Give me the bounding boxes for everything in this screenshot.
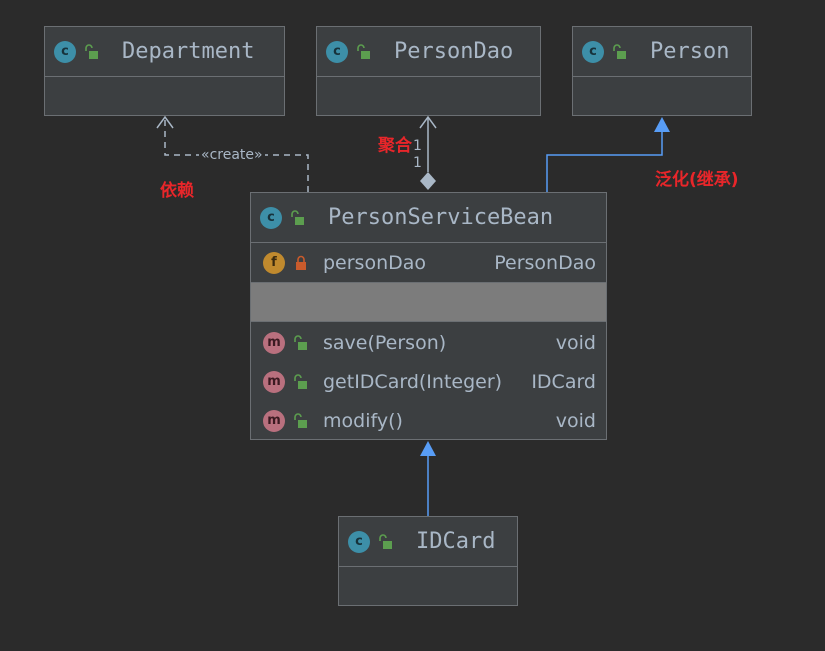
class-idcard[interactable]: c IDCard bbox=[338, 516, 518, 606]
aggregation-arrowhead bbox=[419, 115, 437, 129]
class-c-icon: c bbox=[54, 40, 76, 63]
unlocked-padlock-icon bbox=[357, 43, 370, 59]
class-personservicebean-header: c PersonServiceBean bbox=[251, 193, 606, 243]
dependency-line bbox=[164, 118, 309, 192]
unlocked-padlock-icon bbox=[294, 334, 307, 350]
unlocked-padlock-icon bbox=[85, 43, 98, 59]
field-name: personDao bbox=[323, 251, 427, 274]
dependency-arrowhead bbox=[156, 115, 174, 129]
class-c-icon: c bbox=[582, 40, 604, 63]
unlocked-padlock-icon bbox=[294, 412, 307, 428]
class-idcard-header: c IDCard bbox=[339, 517, 517, 567]
aggregation-annotation: 聚合 bbox=[378, 136, 412, 156]
unlocked-padlock-icon bbox=[291, 209, 304, 225]
class-persondao[interactable]: c PersonDao bbox=[316, 26, 541, 116]
method-name: getIDCard(Integer) bbox=[323, 370, 503, 393]
generalization-annotation: 泛化(继承) bbox=[655, 170, 739, 190]
class-personservicebean[interactable]: c PersonServiceBean f personDao PersonDa… bbox=[250, 192, 607, 440]
generalization-arrowhead-bottom bbox=[420, 441, 436, 456]
method-m-icon: m bbox=[263, 409, 285, 432]
dependency-annotation: 依赖 bbox=[160, 181, 194, 201]
method-return-type: IDCard bbox=[531, 370, 596, 393]
class-name: IDCard bbox=[416, 529, 496, 554]
class-c-icon: c bbox=[326, 40, 348, 63]
unlocked-padlock-icon bbox=[294, 373, 307, 389]
method-m-icon: m bbox=[263, 370, 285, 393]
unlocked-padlock-icon bbox=[379, 533, 392, 549]
class-persondao-header: c PersonDao bbox=[317, 27, 540, 77]
class-person-header: c Person bbox=[573, 27, 751, 77]
method-row[interactable]: m modify() void bbox=[251, 401, 606, 440]
multiplicity-bottom-label: 1 bbox=[413, 155, 422, 171]
field-f-icon: f bbox=[263, 251, 285, 274]
method-name: modify() bbox=[323, 409, 403, 432]
class-name: PersonDao bbox=[394, 39, 514, 64]
class-department[interactable]: c Department bbox=[44, 26, 285, 116]
class-c-icon: c bbox=[348, 530, 370, 553]
aggregation-diamond bbox=[420, 172, 436, 190]
class-department-header: c Department bbox=[45, 27, 284, 77]
field-row[interactable]: f personDao PersonDao bbox=[251, 243, 606, 282]
class-person[interactable]: c Person bbox=[572, 26, 752, 116]
class-name: Department bbox=[122, 39, 255, 64]
create-stereotype-label: «create» bbox=[199, 147, 265, 163]
constructors-section bbox=[251, 283, 606, 322]
generalization-arrowhead-top bbox=[654, 117, 670, 132]
field-type: PersonDao bbox=[494, 251, 596, 274]
method-name: save(Person) bbox=[323, 331, 447, 354]
multiplicity-top-label: 1 bbox=[413, 138, 422, 154]
class-name: PersonServiceBean bbox=[328, 205, 554, 230]
method-m-icon: m bbox=[263, 331, 285, 354]
generalization-line-top bbox=[546, 132, 663, 192]
method-return-type: void bbox=[555, 331, 596, 354]
method-row[interactable]: m save(Person) void bbox=[251, 323, 606, 362]
class-name: Person bbox=[650, 39, 730, 64]
locked-padlock-icon bbox=[296, 255, 306, 270]
class-c-icon: c bbox=[260, 206, 282, 229]
unlocked-padlock-icon bbox=[613, 43, 626, 59]
fields-section: f personDao PersonDao bbox=[251, 243, 606, 283]
method-row[interactable]: m getIDCard(Integer) IDCard bbox=[251, 362, 606, 401]
methods-section: m save(Person) void m getIDCard(Integer)… bbox=[251, 322, 606, 440]
method-return-type: void bbox=[555, 409, 596, 432]
